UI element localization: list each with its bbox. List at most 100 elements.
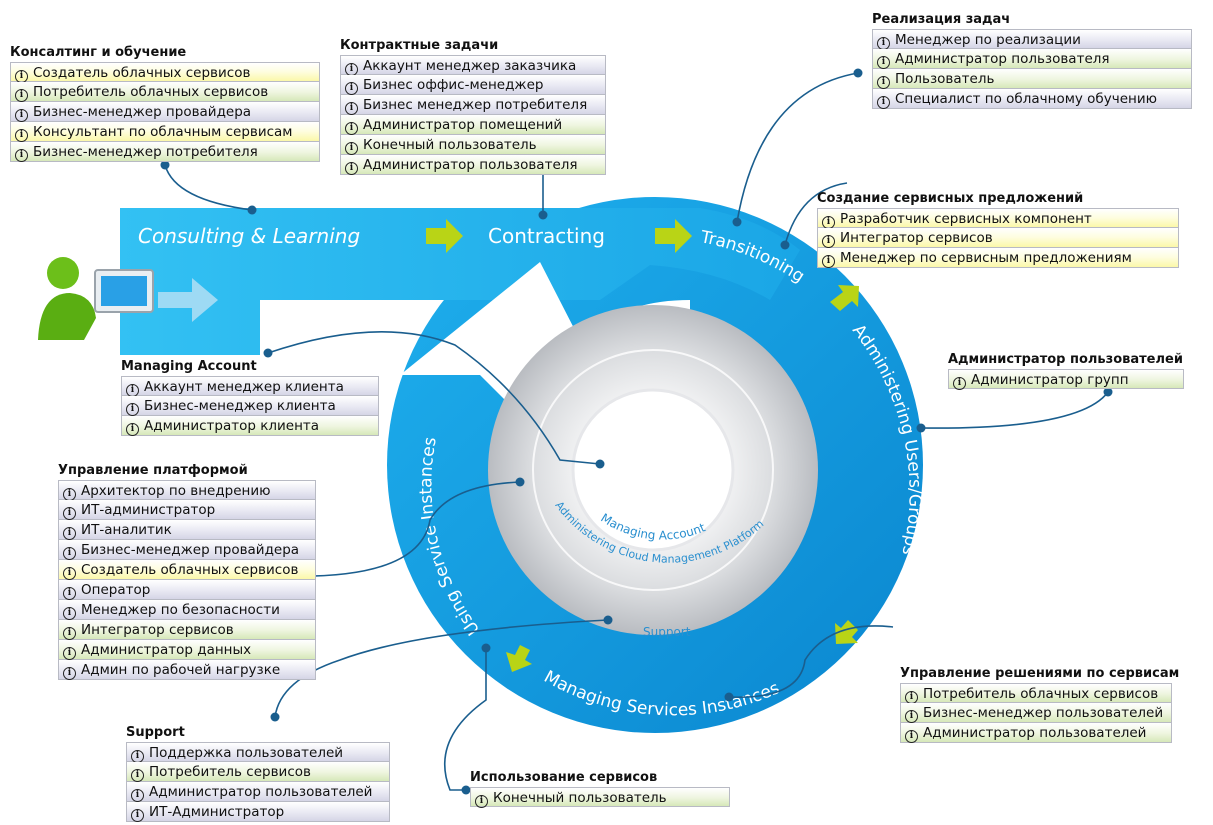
role-label: Создатель облачных сервисов [81,562,299,578]
inner-ring-outline [532,349,774,591]
info-circle-icon: i [345,142,358,155]
role-label: Создатель облачных сервисов [33,65,251,81]
dot-consulting [160,160,170,170]
role-label: Менеджер по сервисным предложениям [840,250,1132,266]
group-title: Управление платформой [58,463,248,478]
info-circle-icon: i [131,789,144,802]
role-label: Бизнес-менеджер потребителя [33,144,258,160]
role-label: Консультант по облачным сервисам [33,124,293,140]
dot-user-admin [1103,387,1113,397]
green-arrow-3 [830,285,859,311]
info-circle-icon: i [822,255,835,268]
info-circle-icon: i [131,809,144,822]
role-label: Бизнес-менеджер пользователей [923,705,1164,721]
info-circle-icon: i [63,667,76,680]
green-arrow-1 [426,219,463,253]
info-circle-icon: i [63,607,76,620]
role-item: i Админ по рабочей нагрузке [58,660,316,680]
group-title: Управление решениями по сервисам [900,666,1180,681]
connector-using-services [443,648,487,791]
dot-using-services-end [461,785,471,795]
role-item: i Администратор пользователей [900,723,1172,743]
info-circle-icon: i [345,102,358,115]
role-label: Оператор [81,582,151,598]
role-label: Администратор пользователей [923,725,1147,741]
group-title: Контрактные задачи [340,38,499,53]
info-circle-icon: i [877,56,890,69]
info-circle-icon: i [131,769,144,782]
info-circle-icon: i [822,235,835,248]
dot-support-end [603,615,613,625]
role-label: ИТ-аналитик [81,522,172,538]
role-label: Бизнес-менеджер провайдера [33,104,252,120]
role-item: i Пользователь [872,69,1192,89]
green-arrow-4 [835,620,858,644]
role-label: Архитектор по внедрению [81,483,271,499]
role-label: Менеджер по реализации [895,32,1081,48]
role-item: i Менеджер по сервисным предложениям [817,248,1179,268]
role-label: Бизнес-менеджер клиента [144,398,336,414]
role-item: i Администратор помещений [340,115,606,135]
info-circle-icon: i [877,76,890,89]
info-circle-icon: i [126,403,139,416]
info-circle-icon: i [63,527,76,540]
role-item: i Бизнес-менеджер провайдера [58,540,316,560]
role-label: Администратор данных [81,642,252,658]
role-label: Администратор клиента [144,418,320,434]
role-label: Потребитель облачных сервисов [33,84,269,100]
role-label: Бизнес-менеджер провайдера [81,542,300,558]
info-circle-icon: i [953,377,966,390]
role-label: Администратор помещений [363,117,563,133]
role-label: Аккаунт менеджер заказчика [363,58,577,74]
group-title: Консалтинг и обучение [10,45,187,60]
info-circle-icon: i [345,162,358,175]
role-label: Админ по рабочей нагрузке [81,662,281,678]
role-label: Потребитель облачных сервисов [923,686,1159,702]
info-circle-icon: i [63,547,76,560]
info-circle-icon: i [345,122,358,135]
info-circle-icon: i [63,567,76,580]
dot-managing-account [263,348,273,358]
connector-platform [282,481,521,578]
role-item: i Бизнес-менеджер клиента [121,396,379,416]
role-item: i Создатель облачных сервисов [58,560,316,580]
label-support: Support [643,625,691,639]
dot-contracting [538,210,548,220]
dot-managing-account-end [595,459,605,469]
dot-platform-end [515,477,525,487]
role-label: Пользователь [895,71,995,87]
dot-using-services [481,643,491,653]
info-circle-icon: i [905,730,918,743]
info-circle-icon: i [63,507,76,520]
dot-implementation-end [732,217,742,227]
